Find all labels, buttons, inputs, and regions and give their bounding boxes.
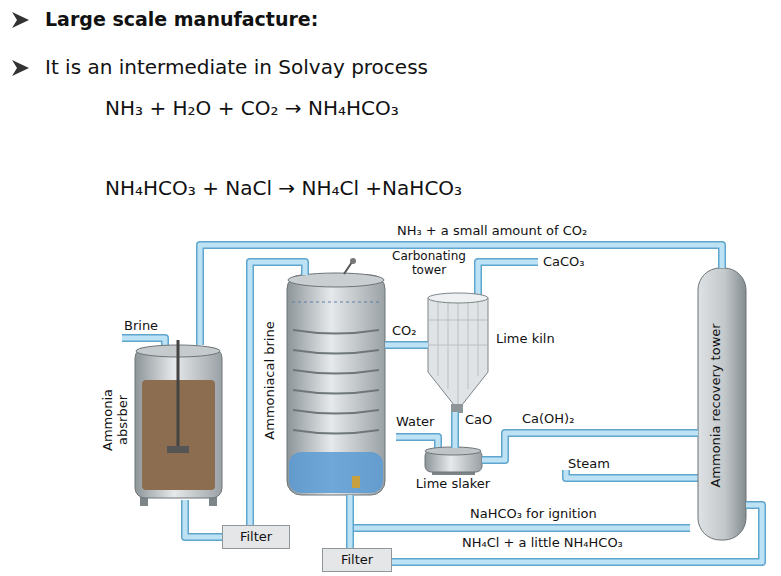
- kiln-vessel: [428, 293, 488, 413]
- bullet-arrow: [12, 12, 29, 28]
- pipe-outline: [482, 433, 698, 460]
- steam-pipe: [566, 470, 698, 478]
- carbonating-tower: Carbonating tower: [287, 275, 385, 495]
- stream-label: NaHCO₃ for ignition: [470, 506, 597, 522]
- pipe-outline: [392, 505, 762, 562]
- bullet-text: It is an intermediate in Solvay process: [45, 55, 428, 79]
- pipe-core: [185, 500, 222, 537]
- limestone-pipe: [478, 262, 538, 297]
- pipe-connector: [350, 495, 351, 548]
- tower-lid: [288, 273, 384, 287]
- steam-pipe: [566, 470, 698, 478]
- absorber-vessel: [135, 340, 222, 506]
- lime-kiln: Lime kiln: [428, 295, 488, 412]
- filter-box: Filter: [322, 548, 392, 572]
- pipe-core: [200, 245, 722, 345]
- pipe-core: [348, 495, 353, 548]
- recovery-tower: Ammonia recovery tower: [698, 268, 746, 540]
- pipe-outline: [185, 500, 222, 537]
- lime-slaker: Lime slaker: [425, 448, 482, 474]
- stream-label: Brine: [124, 318, 158, 334]
- equation: NH₃ + H₂O + CO₂ → NH₄HCO₃: [105, 96, 399, 120]
- carbonating-vessel: [287, 258, 385, 495]
- pipe-connector: [482, 433, 698, 460]
- node-label: Lime slaker: [408, 477, 498, 492]
- filter-box: Filter: [222, 525, 290, 549]
- pipe-connector: [200, 245, 722, 345]
- limestone-pipe: [478, 262, 538, 297]
- pipe-connector: [385, 345, 428, 346]
- stirrer-paddle: [167, 446, 189, 453]
- product-pipe: [350, 526, 690, 531]
- gauge-stem: [344, 262, 352, 274]
- node-label: Filter: [341, 553, 373, 568]
- tower-body: [287, 275, 385, 495]
- drain-valve: [352, 476, 360, 488]
- kiln-outlet: [451, 404, 463, 413]
- product-pipe: [350, 524, 690, 532]
- equation: NH₄HCO₃ + NaCl → NH₄Cl +NaHCO₃: [105, 176, 462, 200]
- stream-label: Ca(OH)₂: [520, 412, 576, 427]
- bullet-heading: Large scale manufacture:: [45, 8, 318, 31]
- pipe-core: [392, 505, 762, 562]
- pipe-outline: [200, 245, 722, 345]
- pipe-core: [385, 343, 428, 348]
- stream-label: NH₃ + a small amount of CO₂: [395, 224, 589, 239]
- node-label: Filter: [240, 530, 272, 545]
- pipe-outline: [451, 412, 459, 448]
- pipe-core: [482, 433, 698, 460]
- feed-pipes: [122, 262, 698, 528]
- pipe-outline: [346, 495, 354, 548]
- pipe-connector: [455, 412, 456, 448]
- pipe-outline: [385, 341, 428, 349]
- slaker-rim: [425, 447, 481, 455]
- stream-label: Ammoniacal brine: [263, 298, 278, 462]
- kiln-rim: [428, 293, 488, 303]
- pipe-connector: [185, 500, 222, 537]
- pipe-outline: [250, 262, 305, 525]
- stream-label: NH₄Cl + a little NH₄HCO₃: [460, 536, 625, 551]
- kiln-body: [428, 298, 488, 410]
- stream-label: CaCO₃: [543, 254, 585, 270]
- recovery-vessel: [698, 268, 746, 540]
- stream-label: CaO: [463, 413, 494, 428]
- stirrer-shaft: [177, 340, 180, 450]
- gauge: [350, 258, 356, 264]
- node-label: Carbonating tower: [388, 250, 470, 278]
- node-label: Ammonia recovery tower: [709, 305, 724, 505]
- pipe-core: [250, 262, 305, 525]
- bullet-arrow: [12, 60, 29, 76]
- cooling-coil: [293, 330, 379, 434]
- kiln-mesh: [429, 300, 487, 404]
- tray-line: [292, 302, 380, 303]
- absorber-vessel: Ammonia absrber: [135, 345, 222, 500]
- tower-body: [698, 268, 746, 540]
- slaker-vessel: [425, 447, 482, 475]
- pipe-core: [453, 412, 458, 448]
- pipe-connector: [392, 505, 762, 562]
- stream-label: Steam: [568, 456, 610, 472]
- node-label: Ammonia absrber: [101, 375, 131, 465]
- pipe-connector: [250, 262, 305, 525]
- node-label: Lime kiln: [496, 332, 555, 347]
- tower-liquid: [289, 452, 383, 493]
- stream-label: Water: [396, 414, 434, 430]
- stream-label: CO₂: [390, 324, 419, 339]
